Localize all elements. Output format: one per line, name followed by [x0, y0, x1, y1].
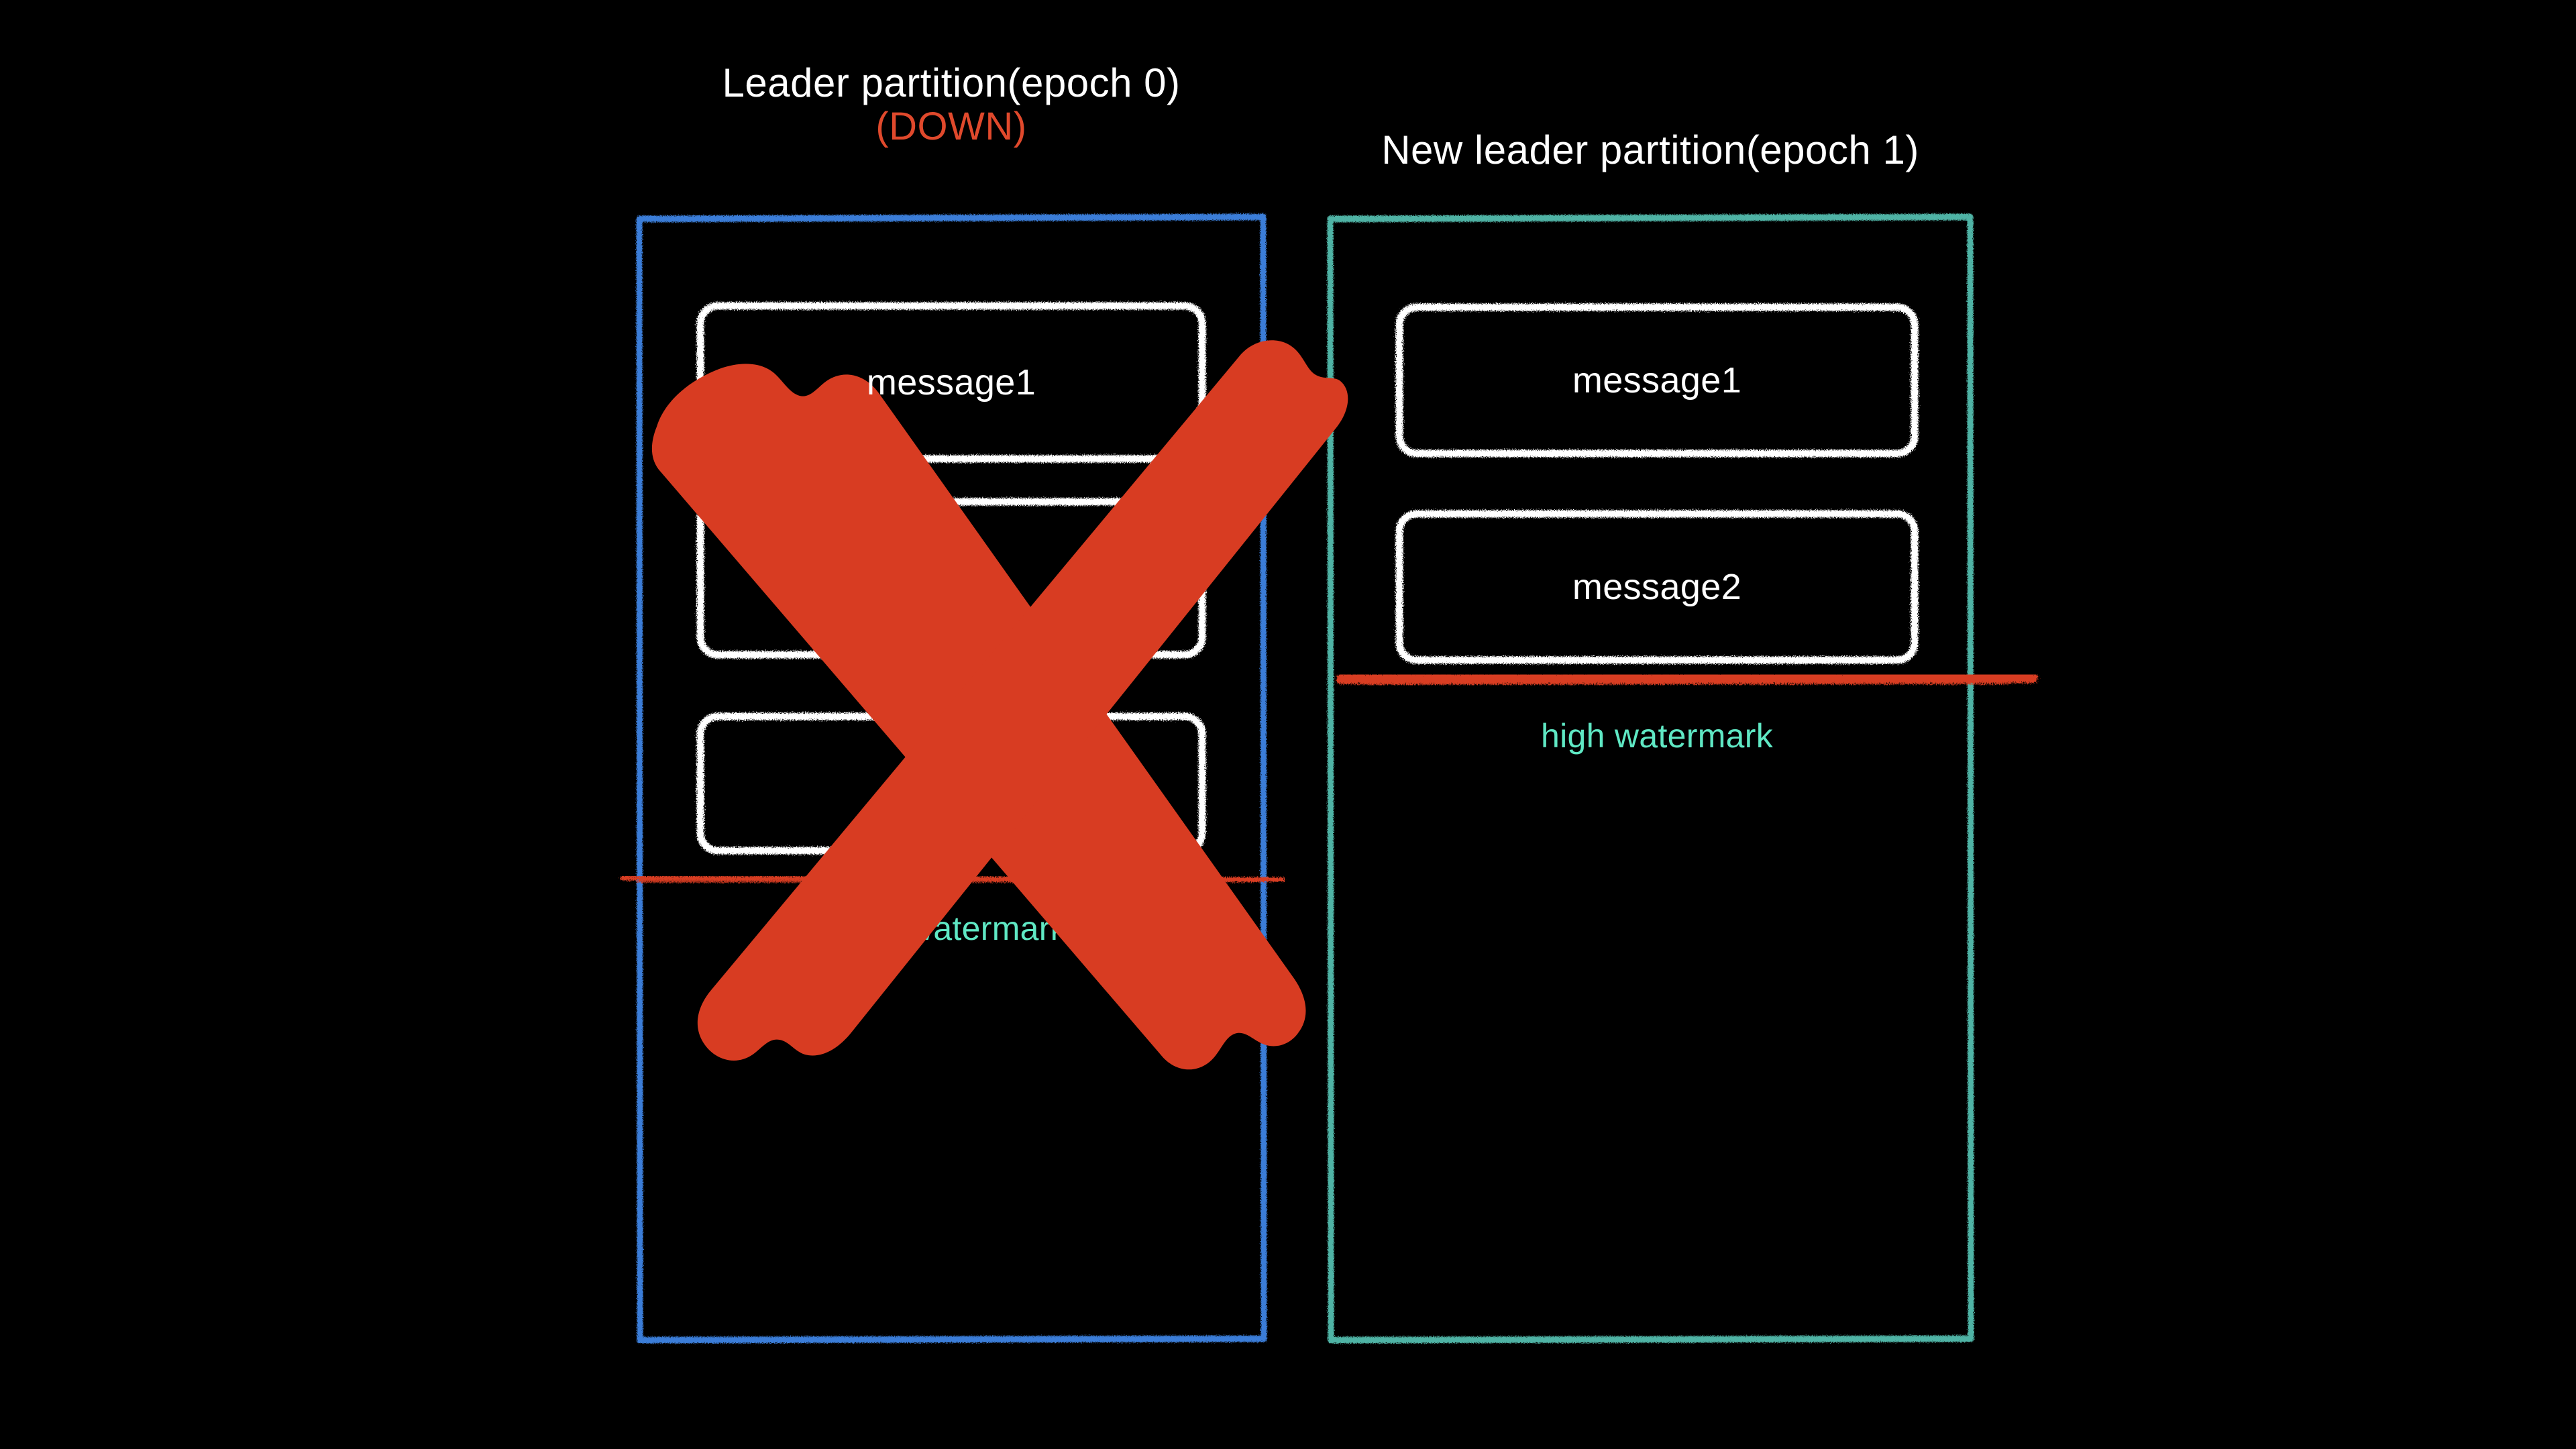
- right-panel-title-text: New leader partition(epoch 1): [1381, 127, 1919, 172]
- left-partition-frame: [636, 213, 1267, 1344]
- left-message-label-1: message1: [866, 362, 1036, 402]
- right-message-box-1: message1: [1395, 303, 1919, 458]
- left-message-box-3: [696, 712, 1206, 855]
- right-message-box-2: message2: [1395, 510, 1919, 664]
- left-message-box-3-outline: [696, 712, 1206, 855]
- left-panel-title-text: Leader partition(epoch 0): [722, 60, 1181, 105]
- right-message-box-2-outline: [1395, 510, 1919, 664]
- left-high-watermark-label: high watermark: [835, 910, 1067, 947]
- left-partition-frame-outline: [636, 213, 1267, 1344]
- right-message-box-1-outline: [1395, 303, 1919, 458]
- left-message-box-2: [696, 498, 1206, 659]
- left-high-watermark-line: [620, 875, 1285, 883]
- right-high-watermark-label: high watermark: [1541, 717, 1773, 755]
- left-message-box-2-outline: [696, 498, 1206, 659]
- right-high-watermark-line: [1336, 672, 2038, 685]
- right-message-label-1: message1: [1572, 360, 1742, 400]
- left-panel-status-down: (DOWN): [875, 105, 1027, 149]
- right-message-label-2: message2: [1572, 567, 1742, 607]
- left-message-box-1: message1: [696, 302, 1206, 463]
- right-panel-title: New leader partition(epoch 1): [1328, 127, 1972, 172]
- left-panel-title: Leader partition(epoch 0) (DOWN): [637, 60, 1265, 149]
